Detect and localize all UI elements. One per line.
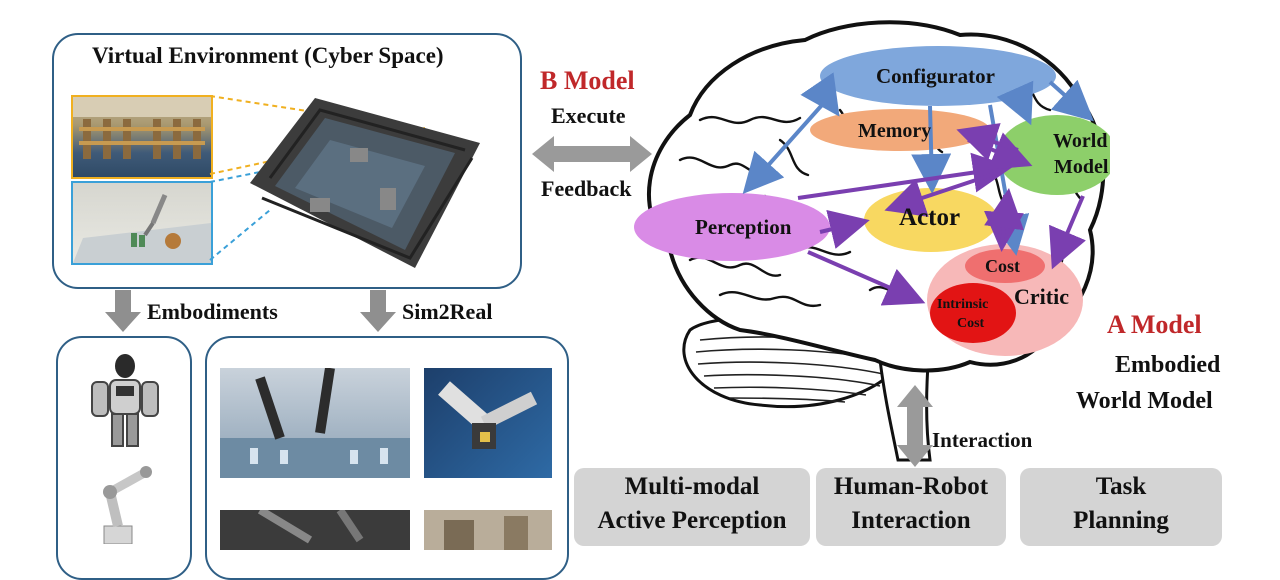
sim2real-down-arrow — [360, 290, 396, 332]
task-line: Task — [1095, 473, 1147, 500]
embodiments-label: Embodiments — [147, 299, 278, 324]
factory-arms-image — [220, 368, 410, 478]
intrinsic-cost-label: Cost — [957, 316, 985, 331]
interaction-label: Interaction — [932, 428, 1033, 452]
world-label: World — [1053, 130, 1108, 152]
critic-label: Critic — [1014, 284, 1069, 309]
execute-feedback-double-arrow — [532, 136, 652, 172]
model-label: Model — [1054, 156, 1109, 178]
humanoid-robot-image — [91, 354, 159, 447]
robot-gripper-image — [424, 368, 552, 478]
interaction-double-arrow — [897, 385, 933, 467]
brain-diagram — [634, 20, 1110, 462]
perception-node — [634, 193, 830, 261]
intrinsic-label: Intrinsic — [937, 297, 989, 312]
warehouse-image — [71, 95, 213, 179]
configurator-label: Configurator — [876, 64, 995, 88]
memory-node — [810, 109, 990, 151]
intrinsic-cost-node — [930, 283, 1016, 343]
a-model-title: A Model — [1107, 310, 1202, 339]
industrial-arm-image — [103, 466, 152, 544]
world-model-label: World Model — [1076, 388, 1213, 414]
task-box-active-perception: Multi-modal Active Perception — [574, 468, 810, 546]
cost-node — [965, 249, 1045, 283]
robot-arm-sim-image — [71, 181, 213, 265]
task-line: Planning — [1073, 507, 1169, 534]
task-line: Multi-modal — [624, 473, 760, 500]
task-line: Human-Robot — [833, 473, 989, 500]
actor-label: Actor — [899, 204, 961, 231]
floorplan-3d-render — [209, 95, 480, 268]
task-box-human-robot-interaction: Human-Robot Interaction — [816, 468, 1006, 546]
memory-label: Memory — [858, 120, 932, 142]
lab-robot-image-1 — [220, 510, 410, 550]
task-line: Interaction — [851, 507, 971, 534]
cost-label: Cost — [985, 256, 1020, 276]
embodied-label: Embodied — [1115, 352, 1221, 378]
task-line: Active Perception — [597, 507, 787, 534]
embodiments-down-arrow — [105, 290, 141, 332]
lab-robot-image-2 — [424, 510, 552, 550]
perception-label: Perception — [695, 215, 792, 239]
b-model-title: B Model — [540, 66, 635, 95]
feedback-label: Feedback — [541, 176, 632, 201]
sim2real-label: Sim2Real — [402, 299, 493, 324]
execute-label: Execute — [551, 103, 626, 128]
virtual-environment-title: Virtual Environment (Cyber Space) — [92, 43, 444, 68]
task-box-task-planning: Task Planning — [1020, 468, 1222, 546]
